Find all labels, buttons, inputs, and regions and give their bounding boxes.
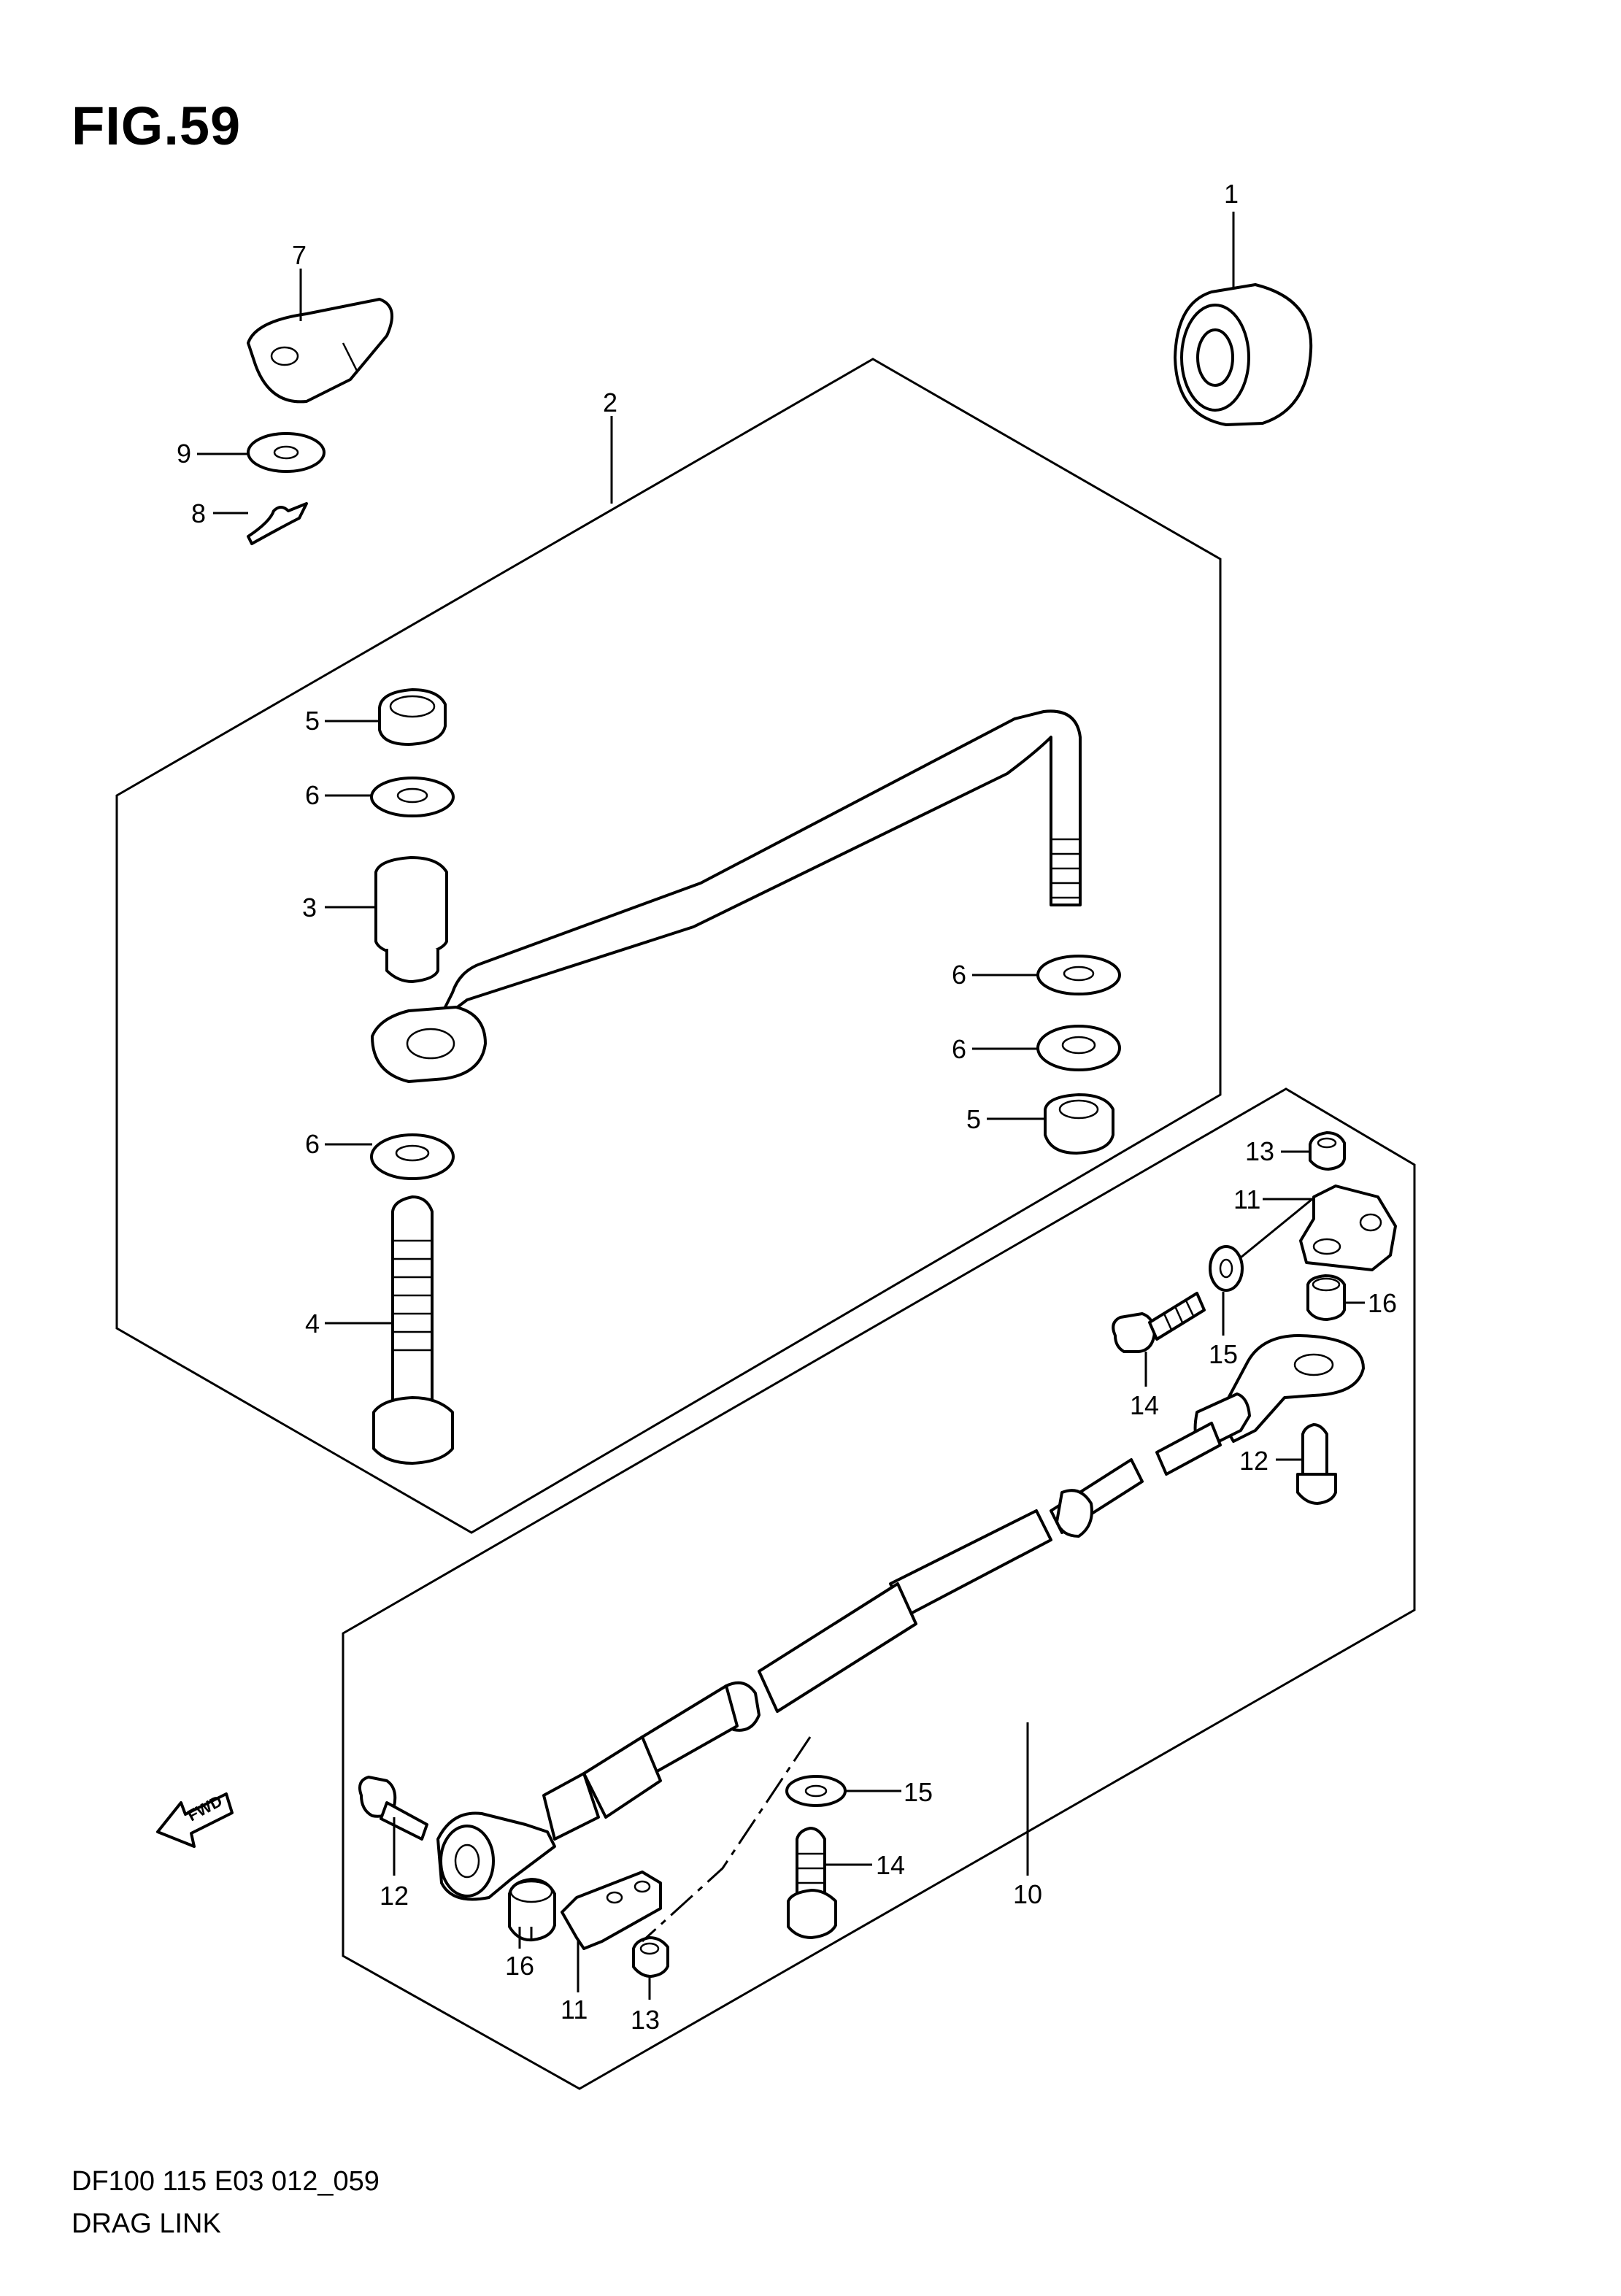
part-2-drag-link-rod (371, 709, 1082, 1083)
assembly-dash-line (641, 1736, 812, 1943)
part-6-washer-lower-left (370, 1133, 455, 1180)
callout-14-upper: 14 (1130, 1390, 1159, 1420)
callout-11-lower: 11 (561, 1995, 588, 2025)
callout-6-right-1: 6 (952, 960, 966, 990)
part-14-bolt-upper (1112, 1292, 1206, 1353)
part-11-bracket-upper (1299, 1184, 1397, 1271)
callout-11-upper: 11 (1233, 1184, 1260, 1214)
leader-lines (197, 212, 1365, 2000)
part-6-washer-upper-1 (370, 777, 455, 817)
part-10-cable-assembly (436, 1334, 1365, 1901)
callout-13-upper: 13 (1245, 1136, 1274, 1166)
callout-1: 1 (1224, 179, 1239, 209)
part-4-bolt (372, 1195, 454, 1465)
part-16-spacer-upper (1306, 1274, 1346, 1321)
part-15-washer-lower (785, 1775, 847, 1807)
assembly-box-2 (115, 358, 1222, 1534)
part-13-nut-upper (1309, 1131, 1346, 1171)
callout-5-upper: 5 (305, 706, 320, 736)
part-7-lever (247, 298, 393, 404)
callout-3: 3 (302, 893, 317, 922)
diagram-caption: DRAG LINK (72, 2208, 221, 2239)
part-3-collar (374, 856, 448, 983)
callout-13-lower: 13 (631, 2005, 660, 2035)
part-13-nut-lower (632, 1936, 669, 1978)
callout-6-lower-left: 6 (305, 1129, 320, 1159)
part-12-bolt-lower (358, 1776, 428, 1841)
part-16-spacer-lower (508, 1878, 556, 1942)
callout-16-upper: 16 (1368, 1288, 1397, 1318)
part-5-nut-upper (378, 688, 447, 746)
callout-7: 7 (292, 240, 307, 270)
callout-12-lower: 12 (380, 1881, 409, 1911)
callout-14-lower: 14 (876, 1850, 905, 1880)
callout-4: 4 (305, 1309, 320, 1338)
model-code: DF100 115 E03 012_059 (72, 2166, 380, 2197)
callout-8: 8 (191, 498, 206, 528)
callout-15-upper: 15 (1209, 1339, 1238, 1369)
part-8-cotter-pin (247, 502, 308, 545)
callout-6-upper: 6 (305, 780, 320, 810)
part-14-bolt-lower (787, 1827, 837, 1939)
callout-9: 9 (177, 439, 191, 469)
part-12-bolt-upper (1296, 1423, 1337, 1505)
callout-2: 2 (603, 388, 617, 417)
part-9-washer (247, 432, 326, 473)
figure-title: FIG.59 (72, 96, 242, 156)
part-6-washer-right-2 (1036, 1025, 1121, 1071)
callout-6-right-2: 6 (952, 1034, 966, 1064)
callout-15-lower: 15 (904, 1777, 933, 1807)
part-6-washer-right-1 (1036, 955, 1121, 995)
fwd-arrow-icon: FWD (156, 1792, 234, 1848)
callout-5-lower: 5 (966, 1104, 981, 1134)
part-1-bushing (1174, 283, 1313, 426)
part-15-washer-upper (1209, 1245, 1244, 1292)
callout-10: 10 (1013, 1879, 1042, 1909)
assembly-box-10 (342, 1087, 1416, 2090)
callout-12-upper: 12 (1239, 1446, 1268, 1476)
callout-16-lower: 16 (505, 1951, 534, 1981)
part-5-nut-lower (1044, 1093, 1114, 1155)
